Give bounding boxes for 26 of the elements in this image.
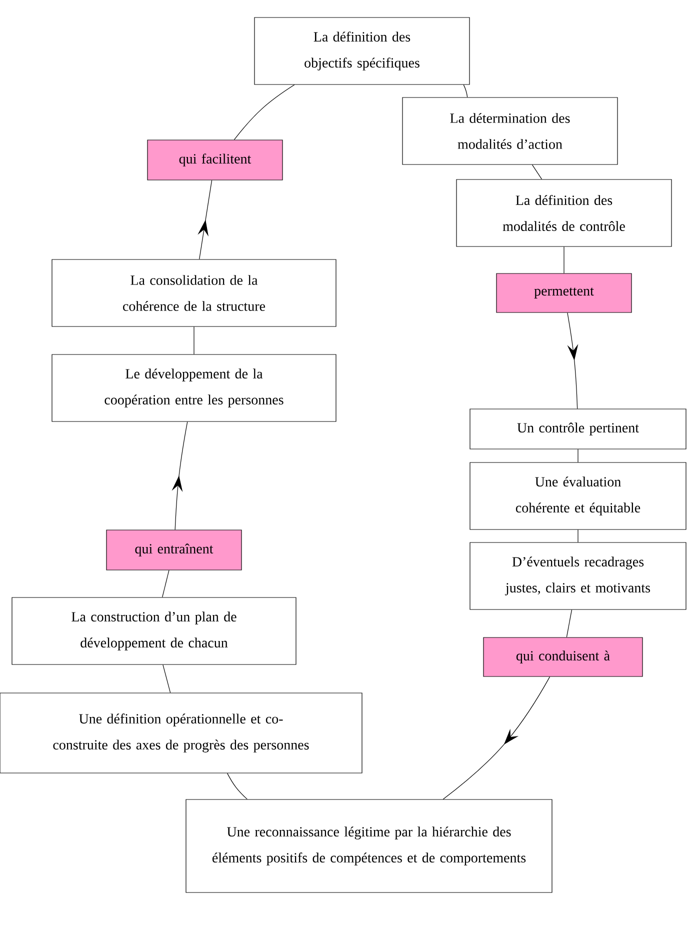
text-box: Une définition opérationnelle et co-construite des axes de progrès des personnes [0, 692, 362, 774]
arrow [198, 180, 212, 260]
arrow [442, 676, 550, 800]
connector-line [566, 610, 572, 638]
arrow [567, 312, 578, 409]
text-box: La définition des modalités de contrôle [456, 179, 672, 247]
text-box: Une reconnaissance légitime par la hiérarchie des éléments positifs de compétences et de comportements [186, 799, 552, 893]
connector-line [162, 664, 171, 693]
text-box: Un contrôle pertinent [470, 408, 686, 450]
connector-line [227, 773, 248, 800]
text-box: Le développement de la coopération entre les personnes [52, 354, 336, 422]
connector-line [162, 570, 170, 598]
text-box: La définition des objectifs spécifiques [254, 17, 470, 85]
connector-line [234, 84, 295, 140]
text-box: La détermination des modalités d’action [402, 97, 618, 165]
text-box: La construction d’un plan de développement de chacun [12, 597, 296, 665]
text-box: La consolidation de la cohérence de la structure [52, 259, 336, 327]
connector-line [532, 164, 542, 180]
connector-line [463, 84, 468, 98]
connector-box: qui conduisent à [483, 637, 643, 677]
text-box: Une évaluation cohérente et équitable [470, 462, 686, 530]
arrow [172, 422, 188, 530]
connector-box: permettent [496, 273, 632, 313]
connector-box: qui facilitent [147, 140, 283, 180]
text-box: D’éventuels recadrages justes, clairs et motivants [470, 542, 686, 610]
connector-box: qui entraînent [106, 530, 242, 570]
